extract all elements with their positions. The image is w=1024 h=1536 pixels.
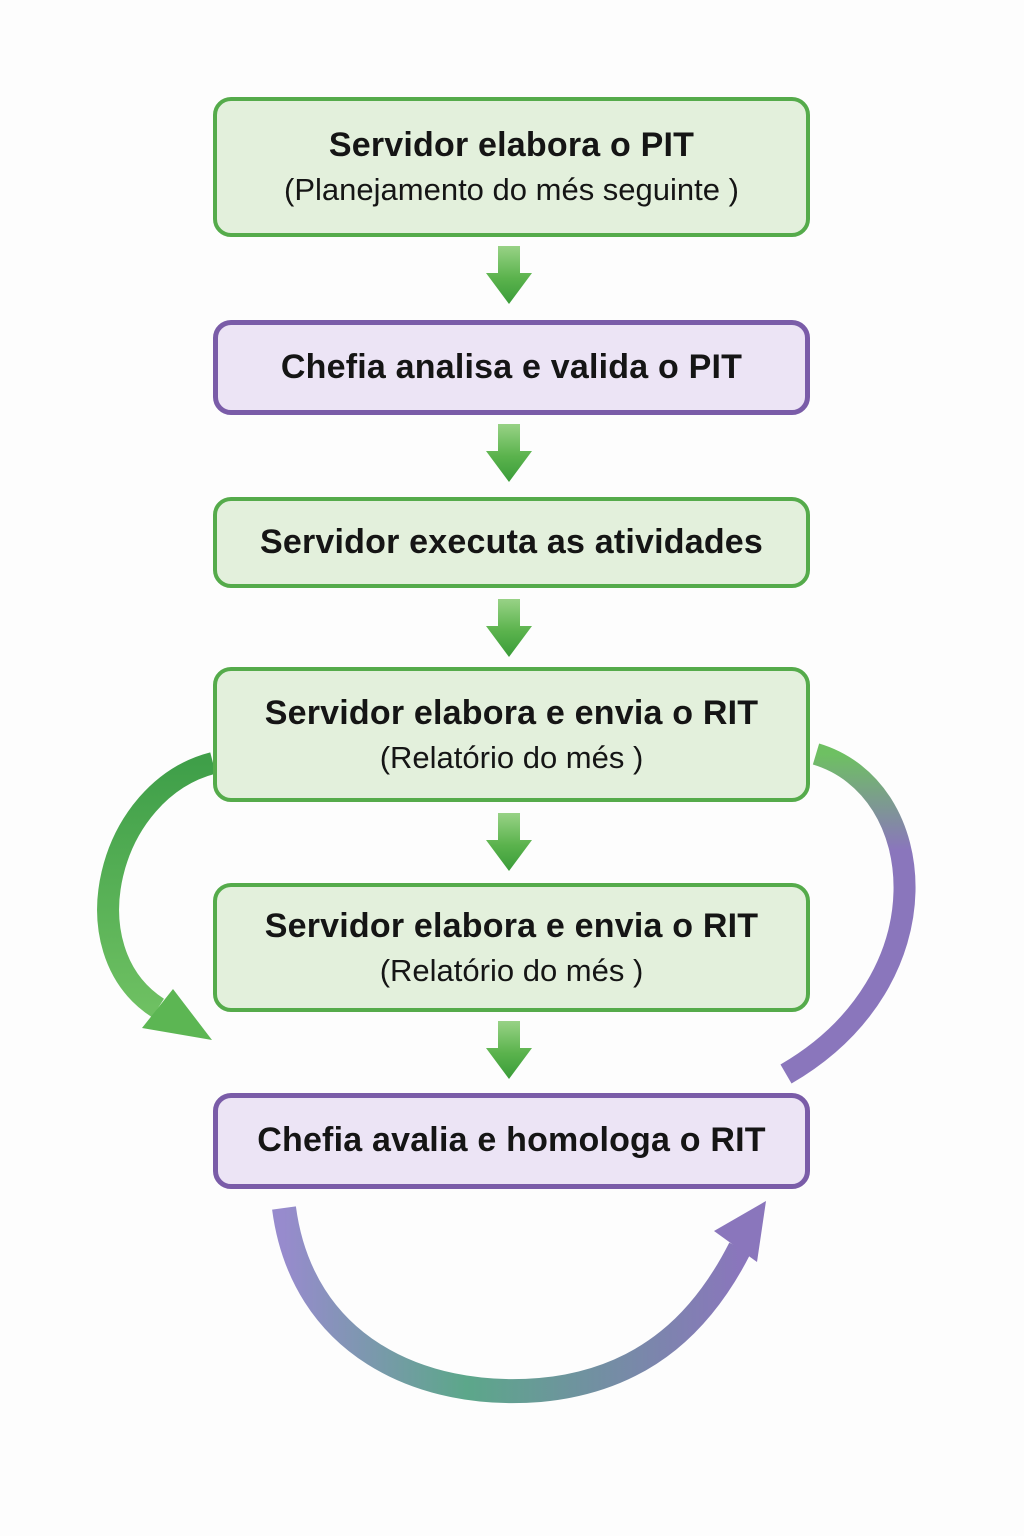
loop-arrow-bottom-head-icon: [714, 1201, 766, 1262]
node-title: Servidor executa as atividades: [259, 522, 764, 561]
node-chefia-valida-pit: Chefia analisa e valida o PIT: [213, 320, 810, 415]
node-subtitle: (Planejamento do més seguinte ): [284, 172, 739, 208]
node-chefia-homologa-rit: Chefia avalia e homologa o RIT: [213, 1093, 810, 1189]
node-subtitle: (Relatório do més ): [379, 739, 644, 775]
node-title: Servidor elabora e envia o RIT: [264, 693, 759, 732]
node-servidor-elabora-pit: Servidor elabora o PIT (Planejamento do …: [213, 97, 810, 237]
node-servidor-envia-rit-1: Servidor elabora e envia o RIT (Relatóri…: [213, 667, 810, 802]
node-title: Servidor elabora e envia o RIT: [264, 906, 759, 945]
flow-arrow-down-5: [486, 1021, 532, 1079]
node-title: Chefia avalia e homologa o RIT: [257, 1121, 766, 1160]
flow-arrow-down-4: [486, 813, 532, 871]
node-servidor-executa-atividades: Servidor executa as atividades: [213, 497, 810, 588]
node-subtitle: (Relatório do més ): [379, 952, 644, 988]
flow-arrow-down-2: [486, 424, 532, 482]
loop-arrow-left: [97, 752, 217, 1040]
node-title: Servidor elabora o PIT: [328, 126, 695, 165]
loop-arrow-bottom: [272, 1201, 766, 1404]
node-title: Chefia analisa e valida o PIT: [280, 347, 743, 386]
loop-arrow-left-head-icon: [142, 989, 212, 1040]
loop-arrow-right: [780, 743, 916, 1084]
flow-arrow-down-1: [486, 246, 532, 304]
flow-arrow-down-3: [486, 599, 532, 657]
node-servidor-envia-rit-2: Servidor elabora e envia o RIT (Relatóri…: [213, 883, 810, 1012]
